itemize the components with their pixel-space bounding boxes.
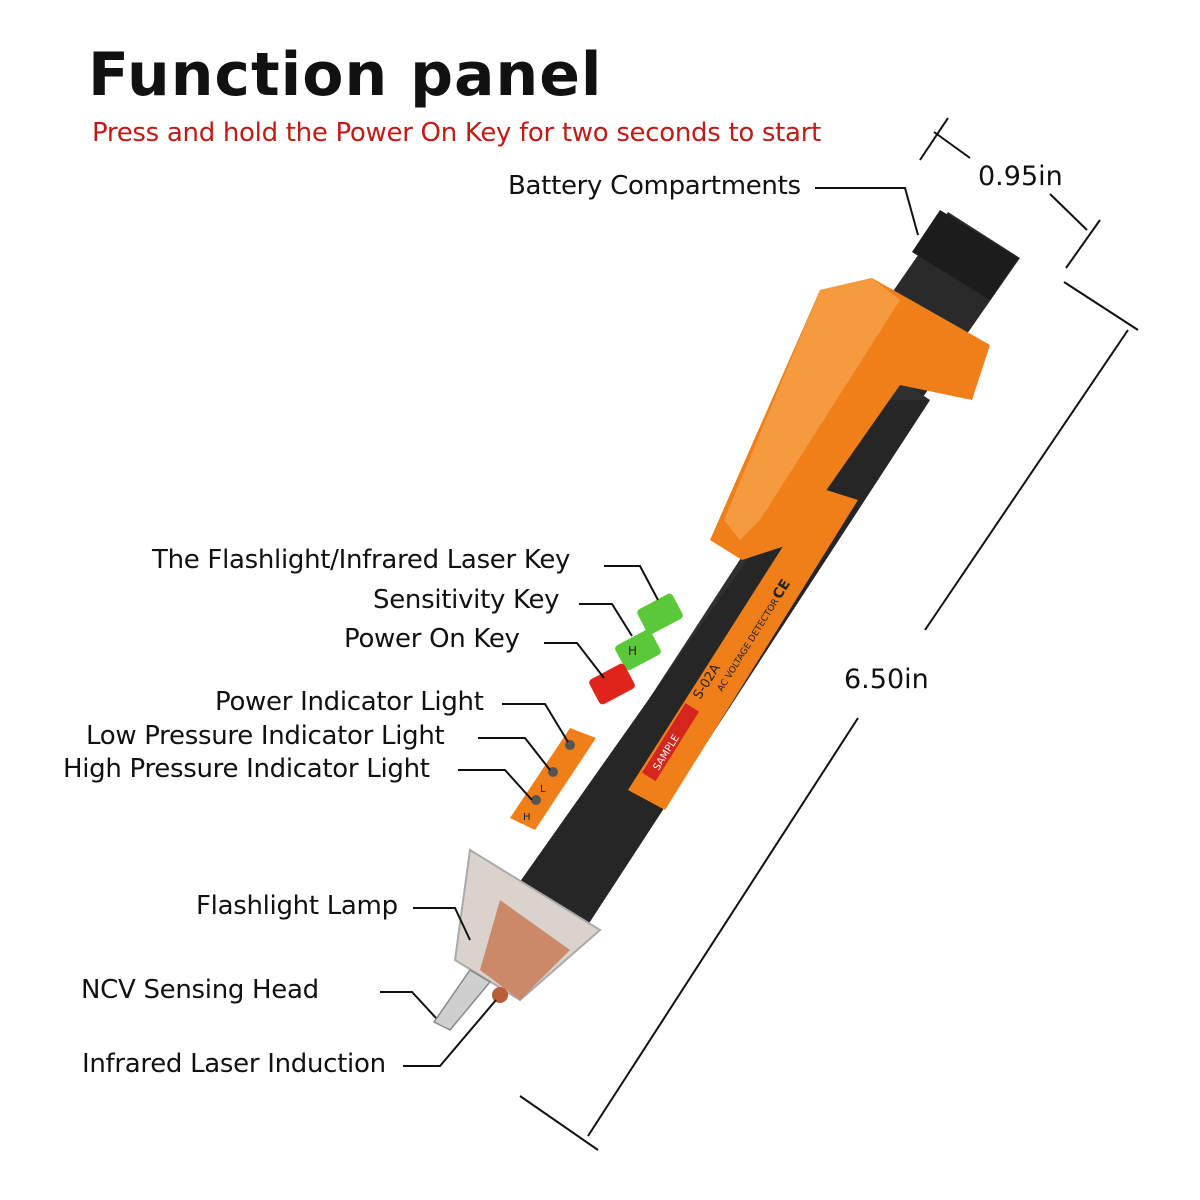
label-flashlight-lamp: Flashlight Lamp [196,891,398,921]
label-infrared-laser-induction: Infrared Laser Induction [82,1049,386,1079]
leader-lines [380,187,919,1067]
width-dimension [919,117,1101,269]
instruction-subtitle: Press and hold the Power On Key for two … [92,118,821,148]
length-dimension [519,281,1139,1151]
label-power-on-key: Power On Key [344,624,520,654]
label-power-indicator-light: Power Indicator Light [215,687,484,717]
power-on-key[interactable] [588,662,636,706]
sensitivity-key[interactable] [614,628,662,672]
label-low-pressure-indicator-light: Low Pressure Indicator Light [86,721,445,751]
ncv-sensing-head [432,968,492,1031]
indicator-strip [510,728,596,830]
pen-body: S-02A AC VOLTAGE DETECTOR CE SAMPLE H L … [432,210,1020,1031]
infrared-laser-sensor [492,987,508,1003]
width-dimension-value: 0.95in [978,161,1063,192]
label-flashlight-laser-key: The Flashlight/Infrared Laser Key [152,545,571,575]
low-indicator-letter: L [540,784,546,795]
high-indicator-letter: H [523,812,531,823]
flashlight-laser-key[interactable] [636,592,684,636]
label-ncv-sensing-head: NCV Sensing Head [81,975,319,1005]
label-high-pressure-indicator-light: High Pressure Indicator Light [63,754,430,784]
page-title: Function panel [88,40,603,110]
power-indicator-light [565,740,575,750]
sensitivity-key-letter: H [628,644,637,658]
label-sensitivity-key: Sensitivity Key [373,585,560,615]
length-dimension-value: 6.50in [844,664,929,695]
label-battery-compartments: Battery Compartments [508,171,801,201]
high-pressure-indicator-light [531,795,541,805]
